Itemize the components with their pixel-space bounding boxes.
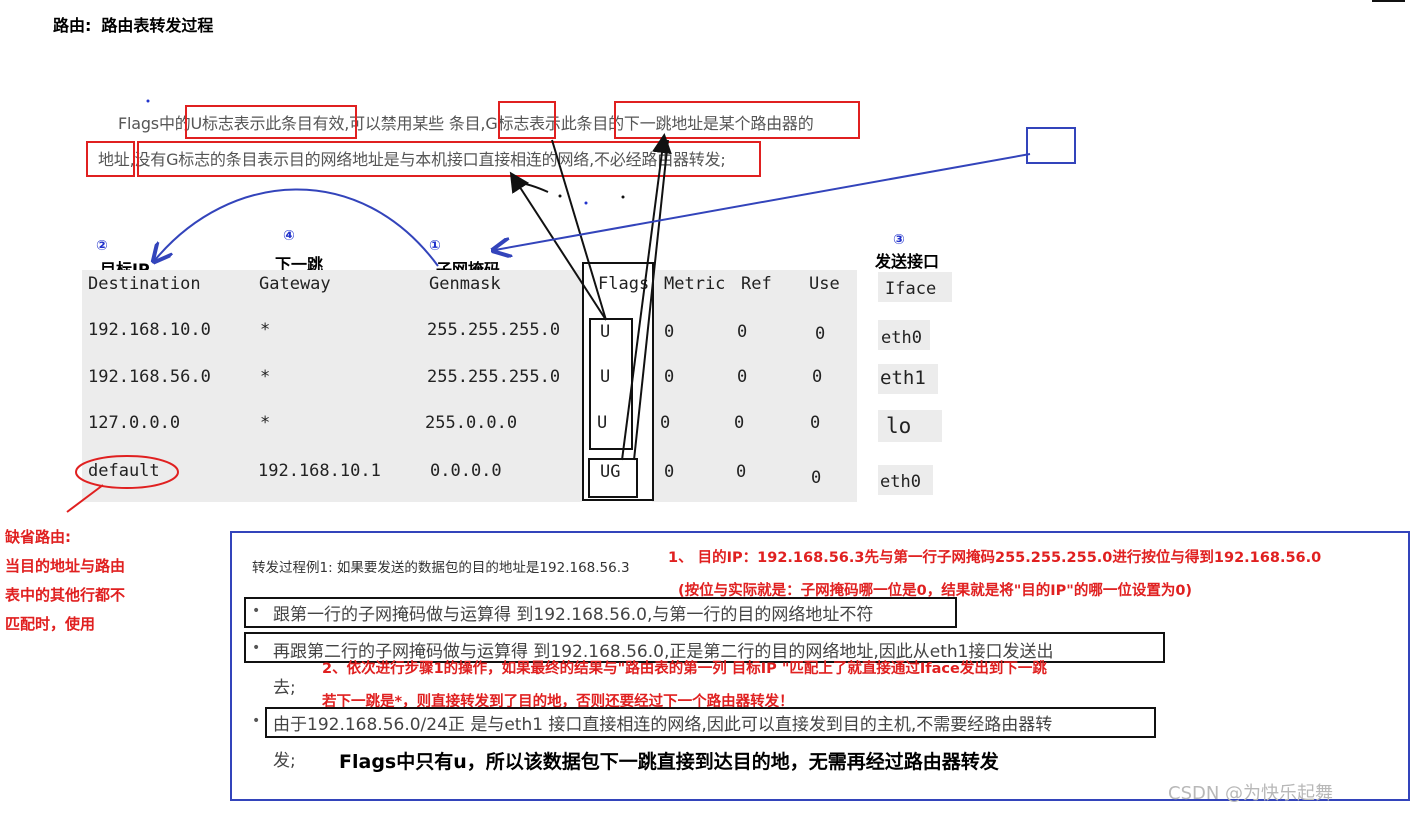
row3-destination: 127.0.0.0	[88, 413, 181, 433]
arrow-ug-to-g-flag	[633, 139, 669, 461]
row1-genmask: 255.255.255.0	[427, 320, 561, 340]
row4-flags: UG	[600, 462, 621, 482]
header-use: Use	[809, 274, 840, 294]
example-bullet-2-cont: 去;	[273, 678, 296, 698]
example-box	[230, 531, 1410, 801]
row4-metric: 0	[664, 462, 675, 482]
iface-label-number: ③	[893, 232, 905, 248]
default-note-2: 当目的地址与路由	[5, 557, 126, 575]
dest-label-number: ②	[96, 238, 108, 254]
row2-flags: U	[600, 367, 611, 387]
row3-use: 0	[810, 413, 821, 433]
highlight-no-g-flag	[137, 141, 761, 177]
row4-genmask: 0.0.0.0	[430, 461, 502, 481]
iface-cell-bg-1	[878, 320, 930, 350]
default-pointer	[66, 484, 104, 513]
example-bullet-3: 由于192.168.56.0/24正 是与eth1 接口直接相连的网络,因此可以…	[273, 715, 1053, 735]
bullet-2-box	[244, 632, 1165, 663]
row2-iface: eth1	[880, 367, 926, 389]
flags-paragraph-line1: Flags中的U标志表示此条目有效,可以禁用某些 条目,G标志表示此条目的下一跳…	[118, 114, 814, 133]
row1-destination: 192.168.10.0	[88, 320, 211, 340]
example-note-1a: 1、 目的IP：192.168.56.3先与第一行子网掩码255.255.255…	[668, 550, 1322, 566]
row2-gateway: *	[260, 367, 271, 387]
example-conclusion: Flags中只有u，所以该数据包下一跳直接到达目的地，无需再经过路由器转发	[339, 751, 999, 773]
row4-use: 0	[811, 468, 822, 488]
iface-label: 发送接口	[875, 252, 940, 271]
default-note-1: 缺省路由:	[5, 528, 71, 546]
example-note-1b: (按位与实际就是：子网掩码哪一位是0，结果就是将"目的IP"的哪一位设置为0)	[678, 583, 1193, 599]
row4-gateway: 192.168.10.1	[258, 461, 381, 481]
row3-flags: U	[597, 413, 608, 433]
iface-cell-bg-2	[878, 364, 938, 394]
example-note-2a: 2、依次进行步骤1的操作，如果最终的结果与"路由表的第一列 目标IP "匹配上了…	[322, 661, 1047, 677]
example-bullet-3-cont: 发;	[273, 751, 296, 771]
highlight-u-flag	[185, 105, 357, 139]
row2-metric: 0	[664, 367, 675, 387]
arrow-box-to-genmask	[495, 153, 1031, 250]
flags-column-box	[582, 262, 654, 501]
row3-metric: 0	[660, 413, 671, 433]
row4-iface: eth0	[880, 472, 921, 492]
bullet-3-box	[265, 707, 1156, 738]
header-genmask: Genmask	[429, 274, 501, 294]
header-metric: Metric	[664, 274, 726, 294]
iface-cell-bg-4	[878, 465, 933, 495]
iface-header-bg	[878, 272, 952, 302]
bullet-2-icon: •	[252, 640, 261, 656]
arrow-u-to-direct	[509, 171, 607, 321]
arrow-ug-to-next-hop	[621, 133, 672, 461]
row1-ref: 0	[737, 322, 748, 342]
row3-gateway: *	[260, 413, 271, 433]
highlight-address	[86, 141, 135, 177]
watermark: CSDN @为快乐起舞	[1168, 783, 1334, 804]
default-ellipse	[75, 455, 179, 489]
row1-use: 0	[815, 324, 826, 344]
flags-ug-box	[588, 458, 638, 498]
row2-genmask: 255.255.255.0	[427, 367, 561, 387]
default-note-3: 表中的其他行都不	[5, 586, 126, 604]
row1-gateway: *	[260, 320, 271, 340]
table-bg-left	[82, 270, 582, 502]
row3-genmask: 255.0.0.0	[425, 413, 518, 433]
arrow-curve-tick	[515, 181, 549, 193]
row3-iface: lo	[886, 414, 912, 438]
header-gateway: Gateway	[259, 274, 331, 294]
header-ref: Ref	[741, 274, 772, 294]
example-intro: 转发过程例1: 如果要发送的数据包的目的地址是192.168.56.3	[252, 560, 630, 576]
arrow-u-to-u-flag	[551, 139, 607, 321]
arrow-genmask-to-dest	[155, 188, 439, 267]
example-bullet-2: 再跟第二行的子网掩码做与运算得 到192.168.56.0,正是第二行的目的网络…	[273, 642, 1054, 662]
table-bg-right	[652, 270, 857, 502]
example-bullet-1: 跟第一行的子网掩码做与运算得 到192.168.56.0,与第一行的目的网络地址…	[273, 605, 874, 625]
header-flags: Flags	[598, 274, 650, 294]
bullet-1-icon: •	[252, 603, 261, 619]
highlight-g-flag	[498, 101, 556, 139]
gateway-label: 下一跳	[275, 255, 324, 274]
row4-destination: default	[88, 461, 160, 481]
row3-ref: 0	[734, 413, 745, 433]
row2-ref: 0	[737, 367, 748, 387]
bullet-1-box	[244, 597, 957, 628]
title-prefix: 路由:	[53, 16, 92, 35]
row1-iface: eth0	[881, 328, 922, 348]
page-title: 路由: 路由表转发过程	[53, 12, 213, 36]
flags-paragraph-line2: 地址,没有G标志的条目表示目的网络地址是与本机接口直接相连的网络,不必经路由器转…	[98, 150, 726, 169]
row1-flags: U	[600, 322, 611, 342]
gateway-label-number: ④	[283, 228, 295, 244]
bullet-3-icon: •	[252, 713, 261, 729]
row2-use: 0	[812, 367, 823, 387]
header-destination: Destination	[88, 274, 201, 294]
iface-cell-bg-3	[878, 410, 942, 442]
example-note-2b: 若下一跳是*，则直接转发到了目的地，否则还要经过下一个路由器转发！	[322, 694, 794, 710]
header-iface: Iface	[885, 279, 937, 299]
row2-destination: 192.168.56.0	[88, 367, 211, 387]
genmask-label-number: ①	[429, 238, 441, 254]
title-main: 路由表转发过程	[101, 16, 214, 35]
row4-ref: 0	[736, 462, 747, 482]
highlight-next-hop	[614, 101, 860, 139]
default-note-4: 匹配时，使用	[5, 615, 96, 633]
blue-marker-box	[1026, 127, 1076, 164]
row1-metric: 0	[664, 322, 675, 342]
